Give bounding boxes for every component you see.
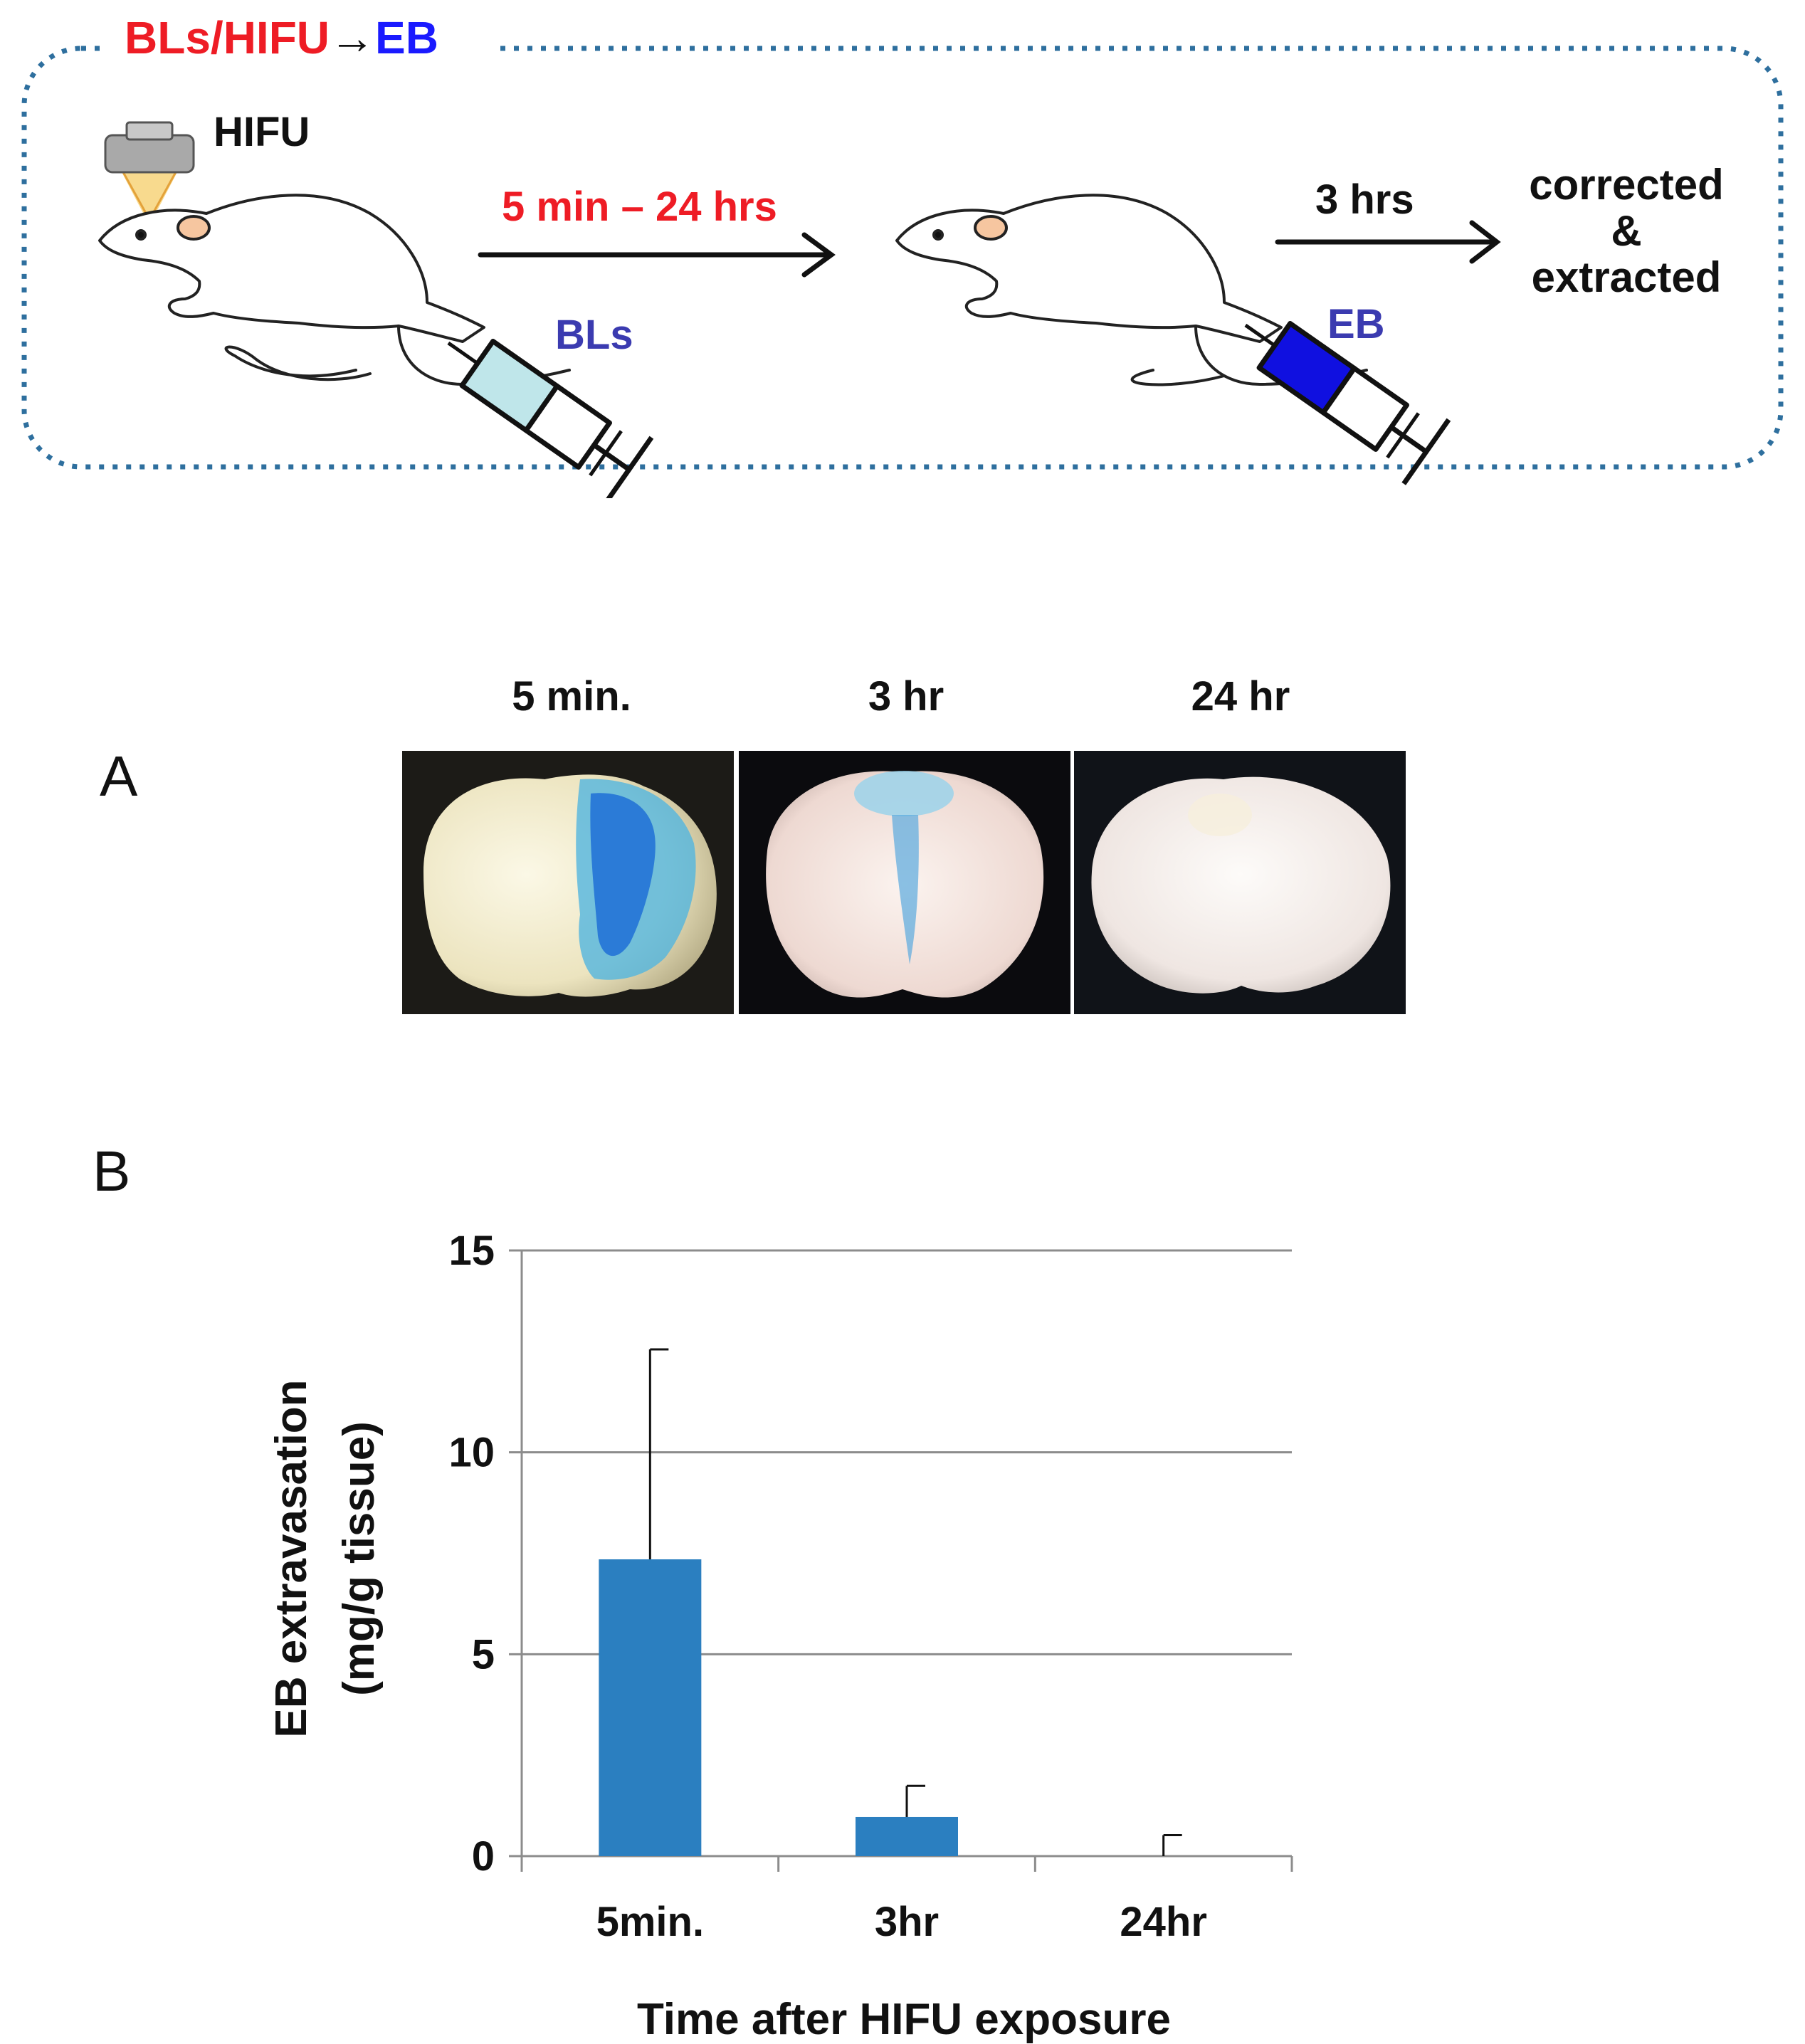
experiment-scheme: BLs/HIFU→EB HIFU 5 min – 24 hrs BLs xyxy=(21,12,1784,498)
result-line-1: corrected xyxy=(1529,161,1723,209)
brain-slice-photo-5min xyxy=(402,751,734,1014)
y-tick-label: 0 xyxy=(472,1833,495,1880)
y-axis-title-line-1: EB extravasation xyxy=(267,1379,316,1737)
tick-labels: 0 5 10 15 5min. 3hr 24hr xyxy=(448,1228,1206,1945)
panel-a-label: A xyxy=(100,744,138,808)
scheme-title-part2: EB xyxy=(375,12,438,63)
bls-label: BLs xyxy=(555,312,633,358)
interval-label: 5 min – 24 hrs xyxy=(502,184,777,230)
x-axis-title: Time after HIFU exposure xyxy=(637,1995,1171,2044)
photo-label-5min: 5 min. xyxy=(512,673,631,720)
y-tick-label: 15 xyxy=(448,1228,495,1274)
scheme-title: BLs/HIFU→EB xyxy=(125,12,438,63)
x-tick-label: 24hr xyxy=(1120,1899,1207,1945)
y-axis-title-line-2: (mg/g tissue) xyxy=(335,1421,384,1696)
result-line-2: & xyxy=(1611,207,1641,255)
wait-label: 3 hrs xyxy=(1315,177,1414,223)
syringe-bls-icon xyxy=(447,338,654,498)
bars xyxy=(599,1348,1182,1856)
result-line-3: extracted xyxy=(1532,253,1722,301)
y-axis-title: EB extravasation (mg/g tissue) xyxy=(267,1379,384,1737)
photo-label-24hr: 24 hr xyxy=(1191,673,1290,720)
y-tick-label: 10 xyxy=(448,1430,495,1476)
brain-slice-photo-24hr xyxy=(1074,751,1406,1014)
rat-icon xyxy=(98,194,571,386)
hifu-transducer-icon xyxy=(104,121,195,218)
brain-slice-photo-3hr xyxy=(739,751,1070,1014)
scheme-title-part1: BLs/HIFU xyxy=(125,12,330,63)
photo-label-3hr: 3 hr xyxy=(868,673,944,720)
scheme-border xyxy=(21,46,1784,470)
bar xyxy=(856,1816,958,1856)
panel-b-label: B xyxy=(93,1139,131,1203)
x-tick-label: 5min. xyxy=(596,1899,705,1945)
arrow-icon xyxy=(478,232,836,278)
arrow-icon xyxy=(1275,220,1501,264)
syringe-eb-icon xyxy=(1244,320,1451,485)
bar xyxy=(599,1559,702,1856)
hifu-label: HIFU xyxy=(214,109,310,155)
scheme-title-arrow: → xyxy=(330,12,375,63)
y-tick-label: 5 xyxy=(472,1631,495,1677)
eb-label: EB xyxy=(1327,301,1385,347)
eb-extravasation-bar-chart: 0 5 10 15 5min. 3hr 24hr Time after HIFU expos… xyxy=(267,1228,1293,2044)
x-tick-label: 3hr xyxy=(875,1899,939,1945)
